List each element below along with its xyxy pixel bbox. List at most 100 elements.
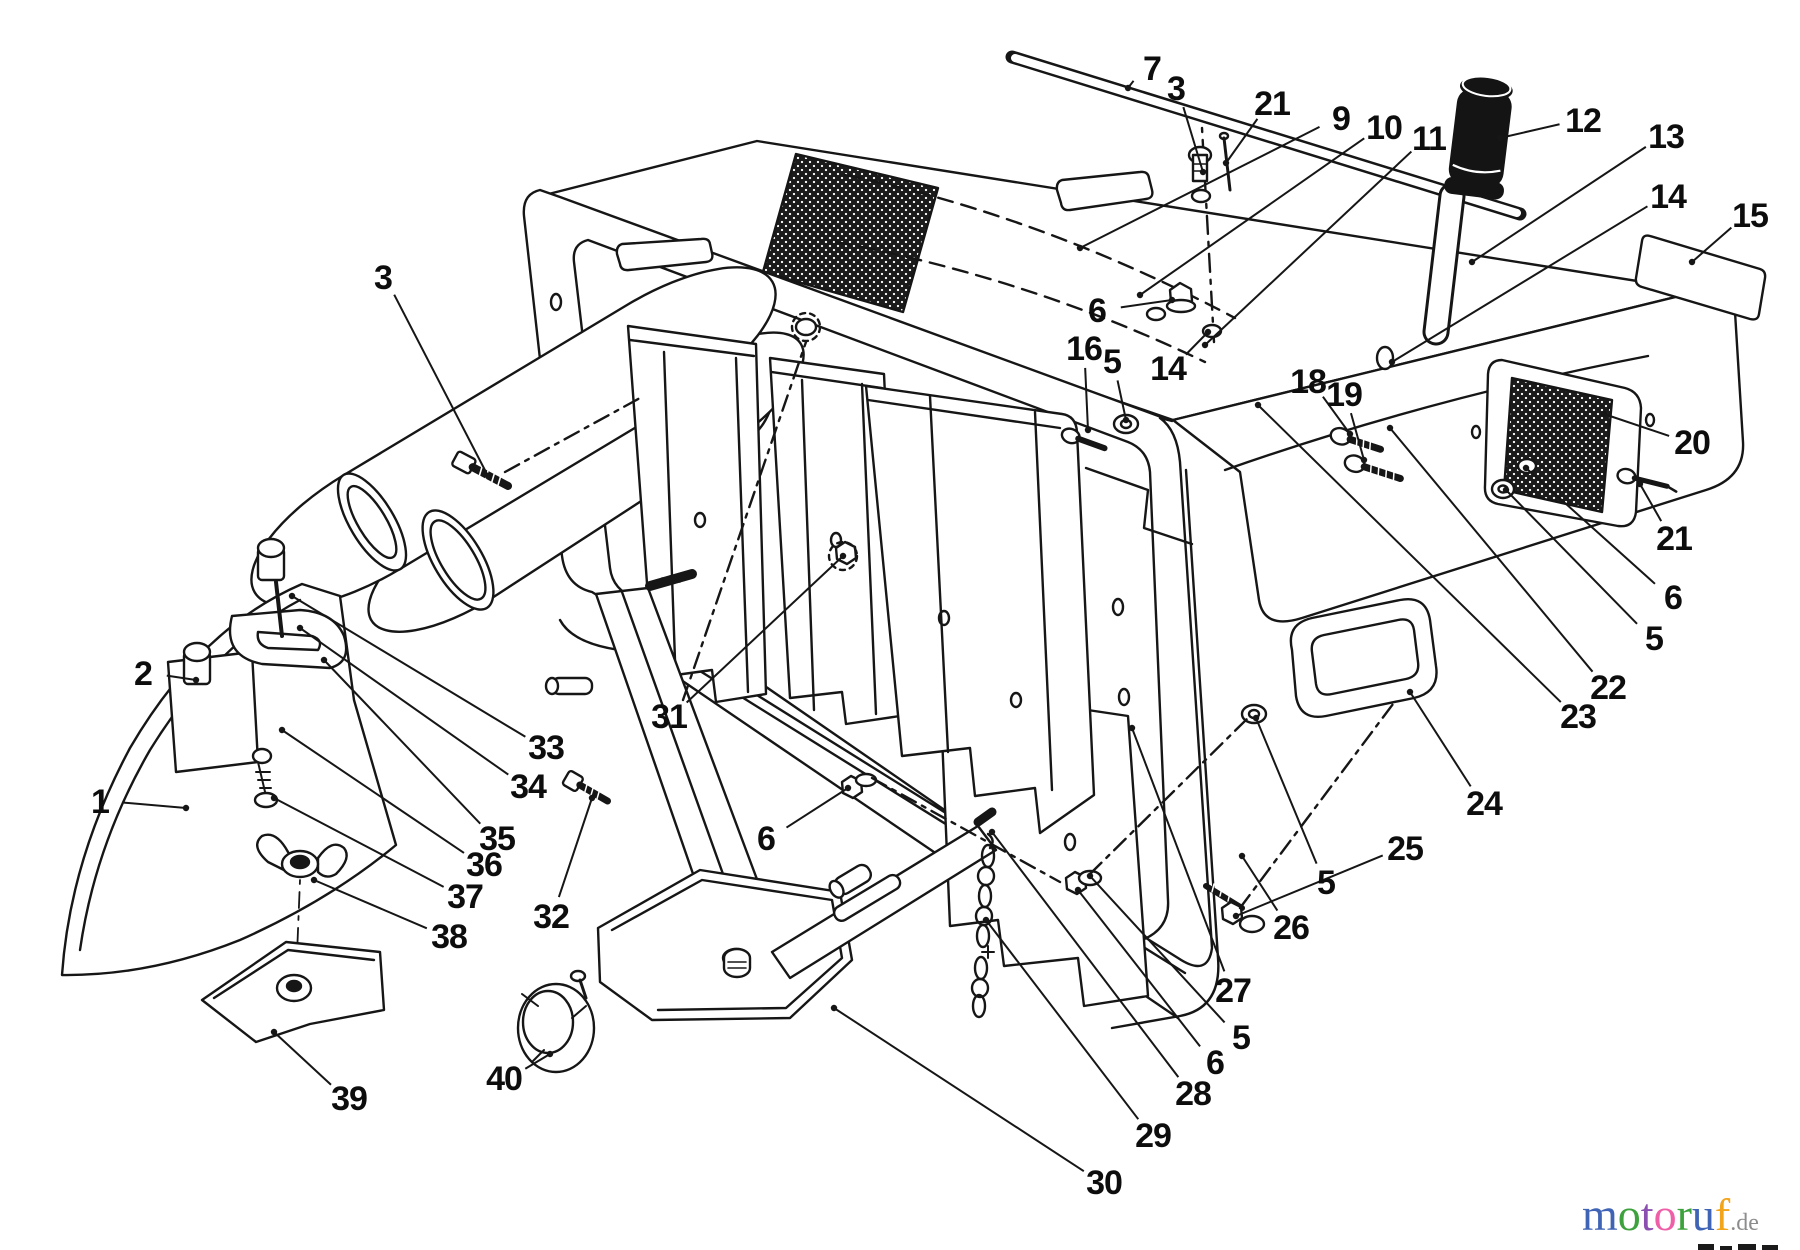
frame-bolt-14 [1375,345,1395,371]
callout-target-dot [1074,886,1082,894]
tube-ring [421,509,495,611]
callout-leader-line [1235,854,1384,917]
callout-leader-line [1241,855,1279,912]
callout-target-dot [1128,724,1136,732]
callout-target-dot [1406,688,1414,696]
frame-hole [549,292,563,312]
callout-label: 11 [1412,120,1446,158]
callout-target-dot [278,726,286,734]
logo-letter: u [1691,1189,1715,1240]
callout-target-dot [1522,464,1530,472]
motoruf-logo[interactable]: motoruf.de [1582,1192,1797,1244]
callout-label: 27 [1215,972,1251,1010]
callout-leader-line [1185,331,1209,356]
callout-leader-line [1225,118,1259,164]
decal-label-plate [1634,234,1767,321]
callout-label: 40 [486,1060,522,1098]
hidden-edge-dashed [843,173,1237,320]
callout-label: 6 [1206,1044,1224,1082]
callout-leader-line [557,797,593,898]
callout-leader-line [1204,150,1413,346]
callout-target-dot [1238,852,1246,860]
callout-leader-line [1525,467,1656,585]
rear-plate-slot [615,237,714,272]
baffle-panel-3 [864,384,1096,835]
callout-target-dot [1136,291,1144,299]
callout-label: 21 [1254,85,1290,123]
screw-18 [1329,426,1385,453]
callout-label: 23 [1560,698,1596,736]
carriage-bolt-33 [256,537,286,638]
slotted-bar [770,824,998,980]
screw-21b [1616,467,1678,493]
callout-label: 5 [1317,864,1335,902]
callout-label: 33 [528,729,564,767]
callout-label: 3 [374,259,392,297]
tube-mouth-rim [336,472,408,572]
motoruf-logo-suffix: .de [1730,1210,1759,1236]
callout-label: 35 [479,820,515,858]
logo-letter: f [1714,1189,1731,1240]
logo-letter: o [1653,1189,1677,1240]
callout-target-dot [1076,244,1084,252]
callout-leader-line [524,1053,551,1070]
baffle-panels [626,324,1096,835]
ring-spacer-40 [516,969,596,1074]
callout-target-dot [1346,430,1354,438]
flange-nut-6a [1165,281,1197,314]
hex-screw-32 [561,769,612,805]
callout-target-dot [1600,410,1608,418]
callout-target-dot [1199,168,1207,176]
callout-label: 34 [510,768,547,806]
callout-leader-line [1349,412,1365,461]
handle-assembly [1422,75,1513,346]
callout-leader-line [1116,380,1127,421]
callout-label: 7 [1143,50,1161,88]
callout-label: 36 [466,846,502,884]
callout-target-dot [1232,912,1240,920]
callout-target-dot [270,794,278,802]
callout-leader-line [1084,367,1089,431]
baffle-panel-3-creases [866,394,1062,792]
callout-label: 25 [1387,830,1423,868]
centerline-dashed [1200,126,1216,344]
callout-leader-line [273,1031,332,1086]
callout-label: 3 [1167,70,1185,108]
stand-top-stud [645,569,697,591]
stand-side-pin [544,676,594,696]
callout-label: 15 [1732,197,1768,235]
callout-leader-line [1257,404,1562,703]
chute-deflector-group [60,537,398,1044]
callout-label: 30 [1086,1164,1122,1202]
screen-screw-hole [1644,412,1656,428]
callout-label: 10 [1366,109,1402,147]
screw-19 [1343,454,1404,483]
assembly-dash-lines [503,340,1398,910]
callout-label: 28 [1175,1075,1211,1113]
callout-leader-line [281,729,465,854]
baffle-panel-2-creases [770,370,884,716]
callout-leader-line [991,831,1180,1078]
washer-14a [1145,306,1167,322]
callout-label: 2 [134,655,152,693]
callout-leader-line [1322,396,1351,435]
bar-pin [828,863,873,899]
callout-target-dot [1084,426,1092,434]
screw-16 [1060,427,1108,452]
callout-label: 14 [1150,350,1187,388]
callout-leader-line [393,294,489,477]
callout-leader-line [1409,691,1472,787]
callout-leader-line [985,919,1140,1120]
callout-leader-line [1471,146,1647,263]
callout-leader-line [1389,427,1594,673]
top-hand-slot [1055,170,1154,212]
callout-leader-line [1499,123,1560,139]
callout-leader-line [1079,126,1320,249]
callout-leader-line [1139,137,1365,296]
callout-leader-line [785,787,849,829]
callout-label: 18 [1290,363,1326,401]
callout-leader-line [1639,483,1663,522]
callout-label: 9 [1332,100,1350,138]
